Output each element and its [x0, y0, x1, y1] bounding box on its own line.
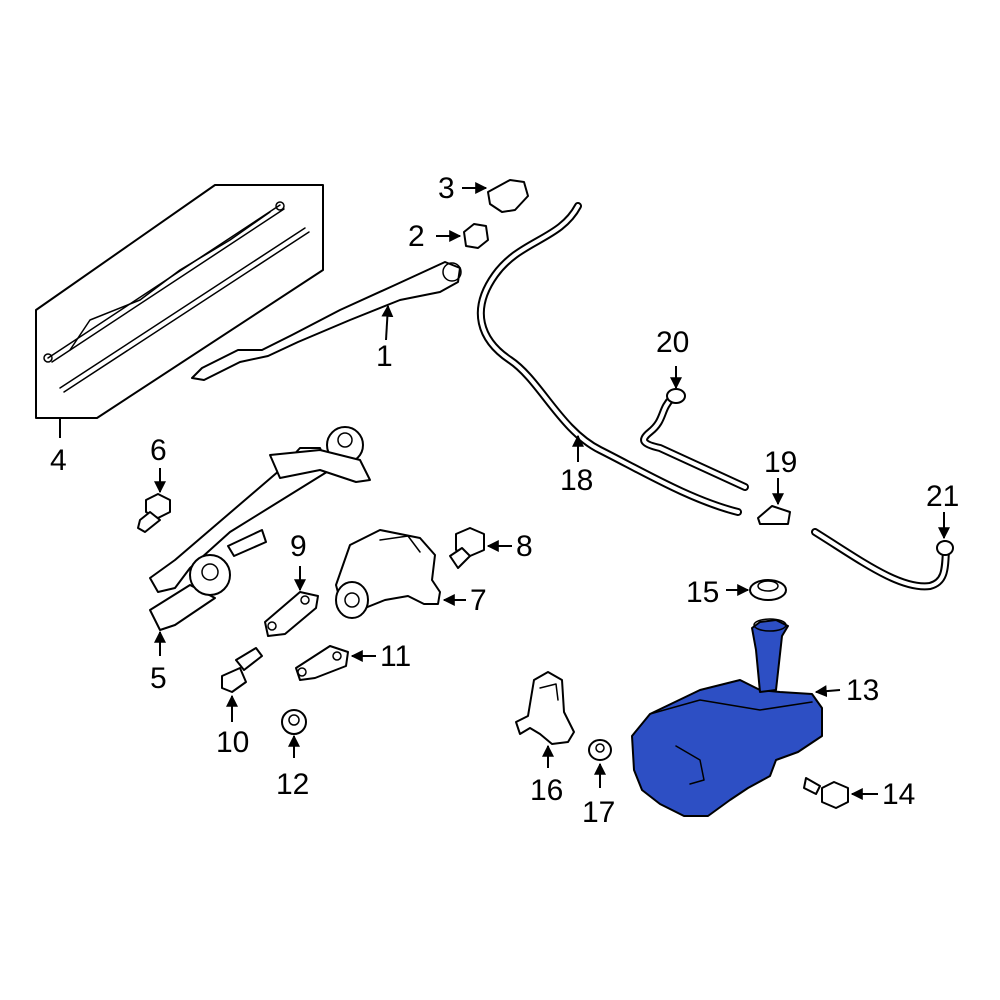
pump-grommet[interactable]	[588, 739, 612, 761]
bracket[interactable]	[264, 591, 319, 637]
washer-reservoir[interactable]	[631, 618, 823, 817]
callout-21: 21	[926, 480, 959, 513]
callout-4: 4	[50, 444, 67, 477]
callout-17: 17	[582, 796, 615, 829]
hose-connector[interactable]	[757, 505, 791, 525]
linkage-bolt[interactable]	[137, 493, 171, 533]
callout-14: 14	[882, 778, 915, 811]
washer-pump[interactable]	[515, 671, 575, 745]
pivot-nut[interactable]	[463, 223, 489, 249]
washer-nozzle-hose[interactable]	[640, 388, 749, 491]
callout-labels: 1 2 3 4 5 6 7 8 9 10 11 12 13 14 15 16 1…	[50, 172, 959, 829]
reservoir-bolt[interactable]	[803, 777, 849, 809]
callout-13: 13	[846, 674, 879, 707]
callout-11: 11	[380, 640, 411, 673]
pivot-cap[interactable]	[487, 179, 529, 213]
motor-bolt[interactable]	[449, 527, 485, 569]
wiper-motor[interactable]	[335, 529, 441, 619]
callout-6: 6	[150, 434, 167, 467]
callout-1: 1	[376, 340, 393, 373]
leader-lines	[59, 182, 950, 800]
mount-bracket[interactable]	[295, 645, 349, 681]
wiper-blade-assembly[interactable]	[35, 184, 324, 419]
callout-18: 18	[560, 464, 593, 497]
callout-16: 16	[530, 774, 563, 807]
callout-19: 19	[764, 446, 797, 479]
stud-bolt[interactable]	[221, 647, 263, 693]
wiper-arm[interactable]	[191, 261, 462, 381]
grommet[interactable]	[281, 709, 307, 735]
rear-nozzle-hose[interactable]	[811, 528, 954, 591]
wiper-linkage[interactable]	[149, 426, 371, 631]
reservoir-cap[interactable]	[749, 579, 787, 601]
callout-5: 5	[150, 662, 167, 695]
callout-2: 2	[408, 220, 425, 253]
callout-12: 12	[276, 768, 309, 801]
callout-3: 3	[438, 172, 455, 205]
callout-7: 7	[470, 584, 487, 617]
callout-20: 20	[656, 326, 689, 359]
washer-hose[interactable]	[476, 202, 742, 516]
callout-8: 8	[516, 530, 533, 563]
callout-15: 15	[686, 576, 719, 609]
callout-9: 9	[290, 530, 307, 563]
callout-10: 10	[216, 726, 249, 759]
